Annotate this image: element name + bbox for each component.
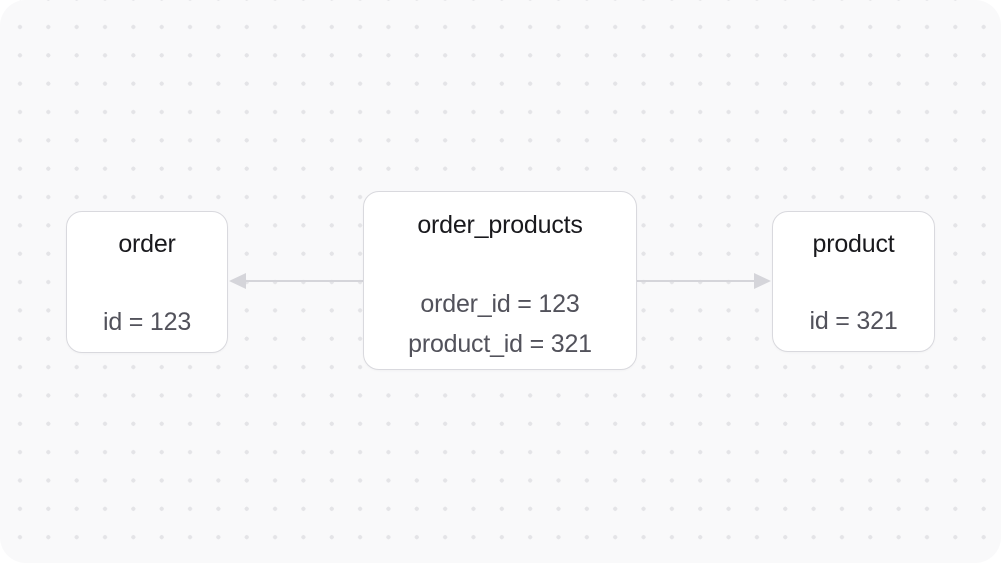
- table-field: order_id = 123: [420, 290, 580, 318]
- table-title: order: [118, 230, 176, 258]
- arrowhead-left-icon: [229, 273, 246, 289]
- arrowhead-right-icon: [754, 273, 771, 289]
- table-title: product: [812, 230, 895, 258]
- table-node-product[interactable]: product id = 321: [772, 211, 935, 352]
- table-fields: id = 321: [773, 301, 934, 341]
- table-field: id = 123: [102, 308, 192, 336]
- table-title: order_products: [417, 211, 583, 239]
- table-fields: id = 123: [67, 302, 227, 342]
- relation-arrow-product: [637, 273, 771, 289]
- relation-arrow-order: [229, 273, 363, 289]
- table-field: id = 321: [809, 307, 898, 335]
- table-node-order-products[interactable]: order_products order_id = 123 product_id…: [363, 191, 637, 370]
- table-node-order[interactable]: order id = 123: [66, 211, 228, 353]
- table-fields: order_id = 123 product_id = 321: [364, 284, 636, 364]
- table-field: product_id = 321: [408, 330, 592, 358]
